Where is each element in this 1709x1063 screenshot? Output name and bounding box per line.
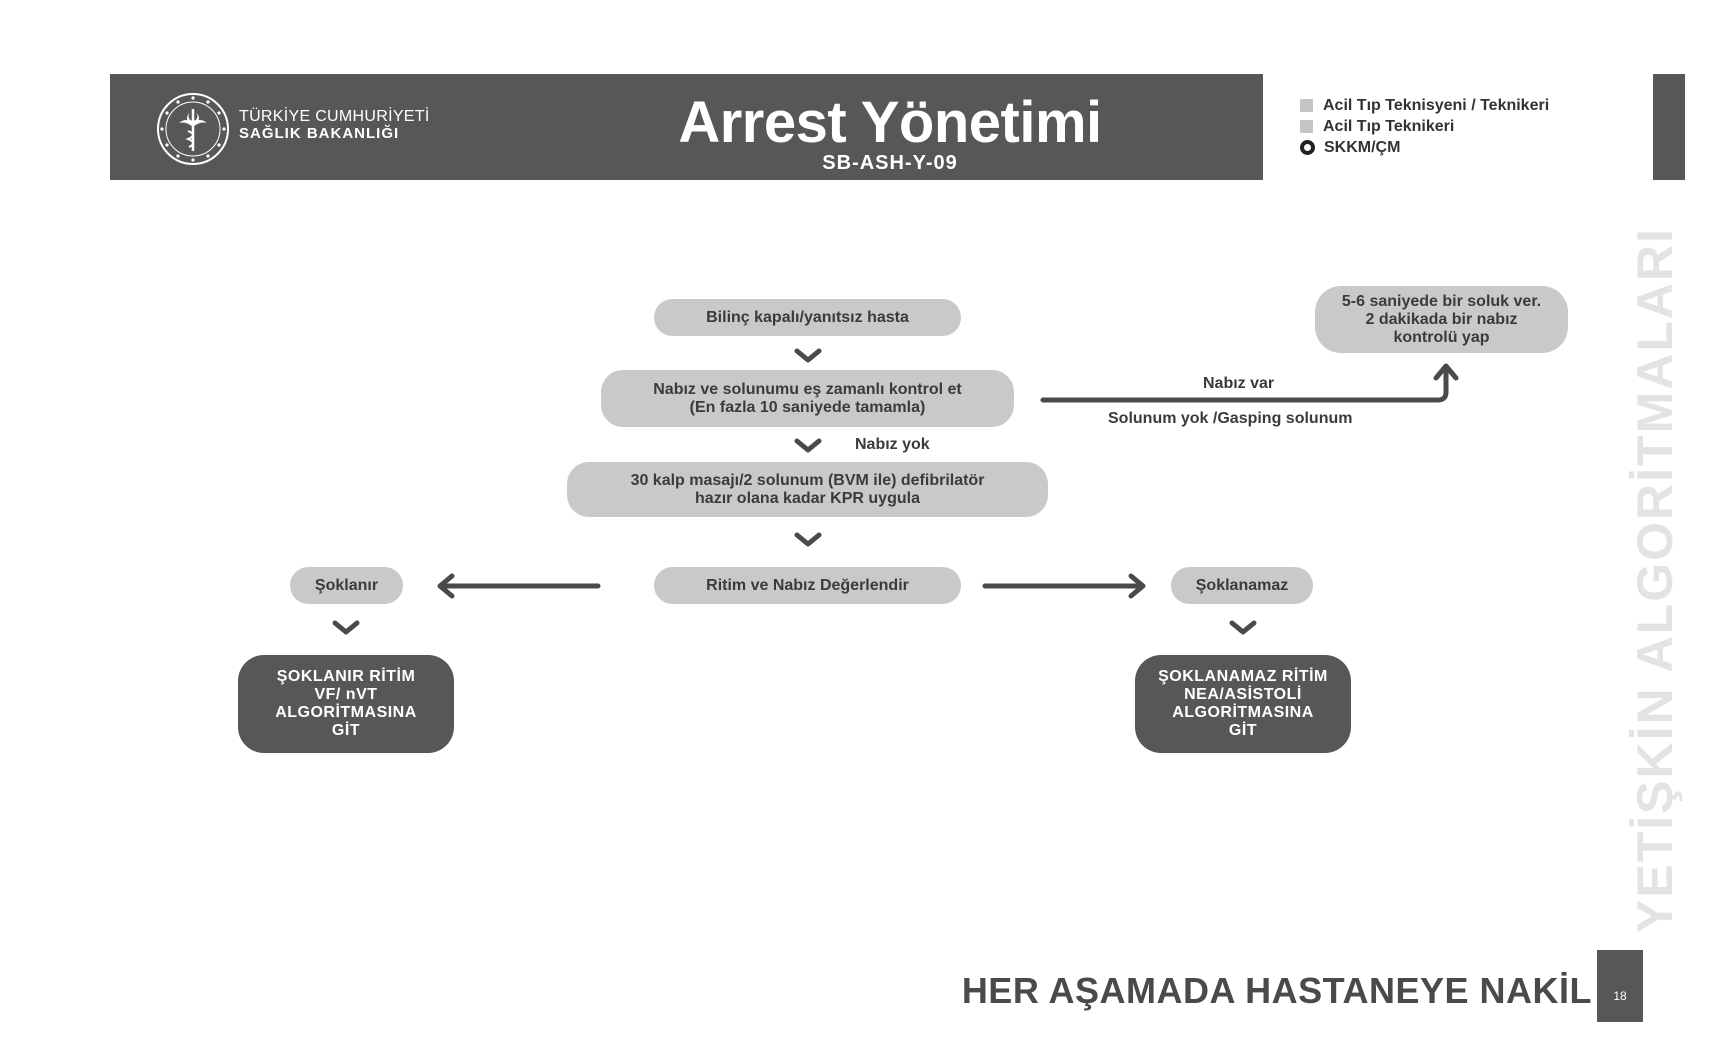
check-node: Nabız ve solunumu eş zamanlı kontrol et … [601, 370, 1014, 427]
non-shockable-node: Şoklanamaz [1171, 567, 1313, 604]
no-pulse-label: Nabız yok [855, 436, 930, 453]
cpr-node: 30 kalp masajı/2 solunum (BVM ile) defib… [567, 462, 1048, 517]
start-node: Bilinç kapalı/yanıtsız hasta [654, 299, 961, 336]
chevron-down-icon [1229, 620, 1257, 635]
ministry-line1: TÜRKİYE CUMHURİYETİ [239, 108, 430, 125]
rescue-breathing-node: 5-6 saniyede bir soluk ver. 2 dakikada b… [1315, 286, 1568, 353]
gray-square-icon [1300, 120, 1313, 133]
chevron-down-icon [794, 532, 822, 547]
footer-transfer-note: HER AŞAMADA HASTANEYE NAKİL [961, 970, 1592, 1011]
emergency-circle-icon [1300, 140, 1315, 155]
rhythm-check-node: Ritim ve Nabız Değerlendir [654, 567, 961, 604]
arrow-up-right-connector [1040, 363, 1459, 403]
header-bar [110, 74, 1263, 180]
legend-item-skkm: SKKM/ÇM [1300, 137, 1549, 158]
chevron-down-icon [794, 438, 822, 453]
page-title: Arrest Yönetimi [678, 90, 1102, 155]
ministry-logo [157, 93, 229, 165]
no-breathing-label: Solunum yok /Gasping solunum [1108, 410, 1353, 427]
document-code: SB-ASH-Y-09 [822, 152, 958, 174]
legend-item-technician-2: Acil Tıp Teknikeri [1300, 116, 1549, 137]
arrow-left-connector [437, 573, 601, 599]
chevron-down-icon [332, 620, 360, 635]
legend: Acil Tıp Teknisyeni / Teknikeri Acil Tıp… [1300, 95, 1549, 158]
chevron-down-icon [794, 348, 822, 363]
shockable-algorithm-node: ŞOKLANIR RİTİM VF/ nVT ALGORİTMASINA GİT [238, 655, 454, 753]
legend-item-technician: Acil Tıp Teknisyeni / Teknikeri [1300, 95, 1549, 116]
arrow-right-connector [982, 573, 1146, 599]
section-tab [1653, 74, 1685, 180]
pulse-present-label: Nabız var [1203, 375, 1275, 392]
shockable-node: Şoklanır [290, 567, 403, 604]
gray-square-icon [1300, 99, 1313, 112]
ministry-name: TÜRKİYE CUMHURİYETİ SAĞLIK BAKANLIĞI [239, 108, 430, 142]
non-shockable-algorithm-node: ŞOKLANAMAZ RİTİM NEA/ASİSTOLİ ALGORİTMAS… [1135, 655, 1351, 753]
ministry-line2: SAĞLIK BAKANLIĞI [239, 125, 400, 142]
page-number: 18 [1597, 950, 1643, 1022]
